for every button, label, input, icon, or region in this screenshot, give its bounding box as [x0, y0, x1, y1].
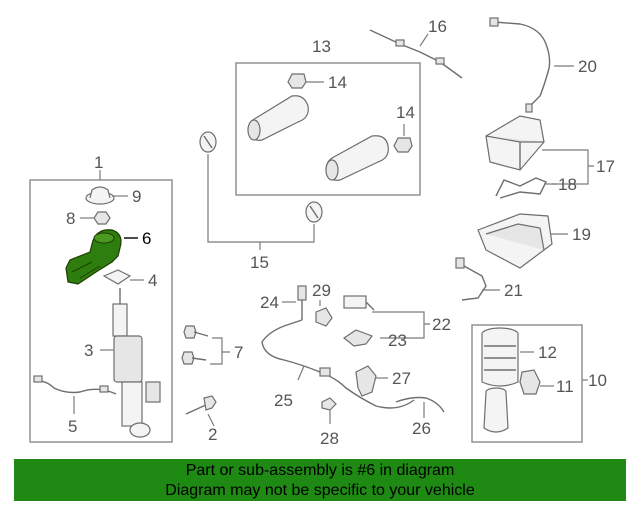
callout-1[interactable]: 1	[94, 153, 103, 172]
part-23-bracket[interactable]	[342, 329, 373, 347]
part-14-cap-upper[interactable]	[287, 73, 307, 89]
part-8-nut[interactable]	[93, 211, 111, 225]
group-box-1	[29, 179, 173, 443]
footer-banner: Part or sub-assembly is #6 in diagram Di…	[14, 459, 626, 501]
callout-15[interactable]: 15	[250, 253, 269, 272]
callout-25[interactable]: 25	[274, 391, 293, 410]
callout-21[interactable]: 21	[504, 281, 523, 300]
callout-2[interactable]: 2	[208, 425, 217, 444]
callout-13[interactable]: 13	[312, 37, 331, 56]
callout-3[interactable]: 3	[84, 341, 93, 360]
part-19-tray[interactable]	[477, 213, 553, 269]
callout-8[interactable]: 8	[66, 209, 75, 228]
group-box-10	[471, 324, 583, 443]
callout-7[interactable]: 7	[234, 343, 243, 362]
part-20-air-line[interactable]	[489, 17, 551, 113]
part-5-harness[interactable]	[33, 375, 117, 395]
callout-23[interactable]: 23	[388, 331, 407, 350]
part-7-bolts[interactable]	[181, 325, 209, 365]
part-25-harness[interactable]	[261, 319, 415, 409]
part-24-link[interactable]	[297, 285, 307, 320]
callout-18[interactable]: 18	[558, 175, 577, 194]
callout-9[interactable]: 9	[132, 187, 141, 206]
callout-11[interactable]: 11	[556, 377, 574, 396]
part-16-rod[interactable]	[369, 29, 463, 79]
part-29-sensor[interactable]	[315, 307, 333, 327]
callout-10[interactable]: 10	[588, 371, 607, 390]
part-15-bracket-bottom[interactable]	[305, 201, 323, 223]
callout-27[interactable]: 27	[392, 369, 411, 388]
callout-28[interactable]: 28	[320, 429, 339, 448]
part-26-harness[interactable]	[395, 396, 445, 413]
group-box-13	[235, 62, 421, 196]
part-15-bracket-top[interactable]	[199, 131, 217, 153]
part-bump-stop[interactable]	[483, 387, 509, 433]
part-11-bumper[interactable]	[519, 369, 541, 395]
callout-4[interactable]: 4	[148, 271, 157, 290]
part-17-compressor[interactable]	[485, 115, 545, 171]
footer-line-1: Part or sub-assembly is #6 in diagram	[185, 462, 455, 479]
part-12-bellows[interactable]	[481, 327, 519, 387]
part-27-bracket[interactable]	[355, 365, 377, 397]
callout-16[interactable]: 16	[428, 17, 447, 36]
callout-22[interactable]: 22	[432, 315, 451, 334]
part-2-bolt[interactable]	[185, 395, 217, 415]
part-6-highlighted[interactable]	[65, 229, 122, 285]
parts-diagram: 1 9 8 6 4 3 5	[29, 17, 615, 448]
part-18-bracket[interactable]	[495, 177, 547, 199]
footer-line-2: Diagram may not be specific to your vehi…	[165, 482, 475, 499]
part-3-strut[interactable]	[112, 288, 161, 438]
part-21-sensor-line[interactable]	[455, 257, 487, 301]
part-28-clip[interactable]	[321, 397, 337, 411]
part-air-spring-right[interactable]	[325, 135, 389, 181]
callout-17[interactable]: 17	[596, 157, 615, 176]
part-4-plate[interactable]	[102, 269, 132, 285]
part-9-mount[interactable]	[85, 186, 115, 205]
callout-6[interactable]: 6	[142, 229, 151, 248]
callout-24[interactable]: 24	[260, 293, 279, 312]
callout-29[interactable]: 29	[312, 281, 331, 300]
callout-14-right[interactable]: 14	[396, 103, 415, 122]
callout-20[interactable]: 20	[578, 57, 597, 76]
callout-19[interactable]: 19	[572, 225, 591, 244]
part-14-cap-right[interactable]	[393, 137, 413, 153]
part-22-sensor[interactable]	[343, 295, 375, 311]
callout-26[interactable]: 26	[412, 419, 431, 438]
callout-14-upper[interactable]: 14	[328, 73, 347, 92]
part-air-spring-left[interactable]	[247, 95, 309, 141]
callout-12[interactable]: 12	[538, 343, 557, 362]
callout-5[interactable]: 5	[68, 417, 77, 436]
